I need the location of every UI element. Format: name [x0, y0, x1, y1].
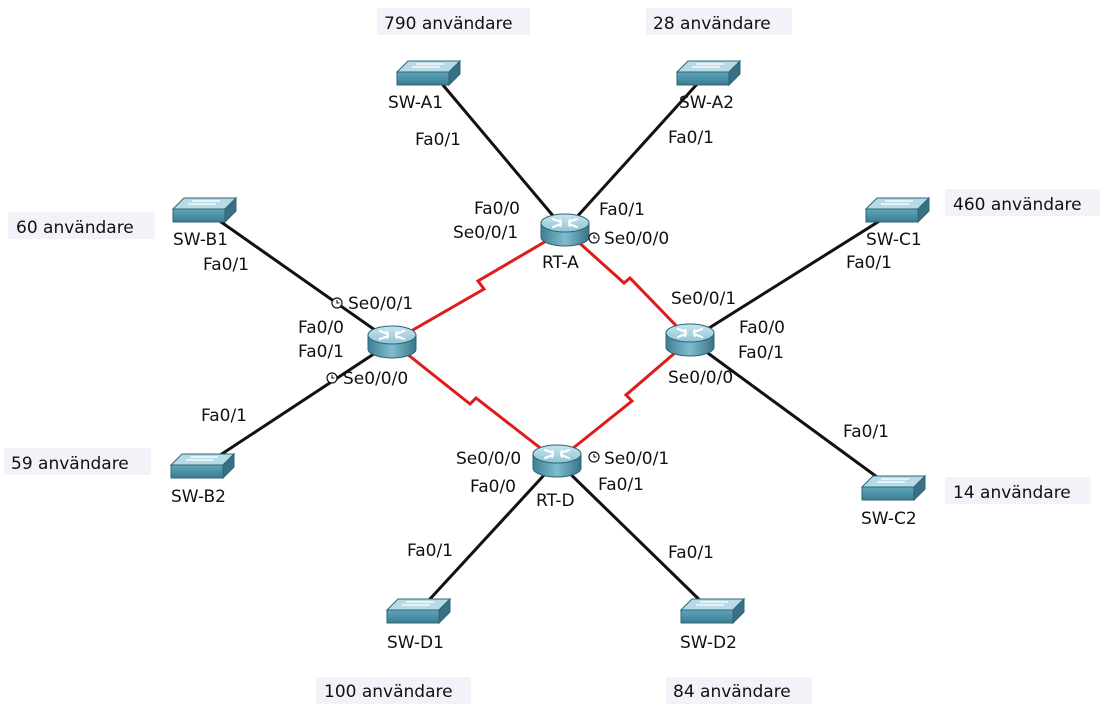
interface-label-sw-a2-fa01: Fa0/1: [668, 128, 714, 148]
router-rt-c[interactable]: [664, 322, 716, 358]
user-count-sw-b1: 60 användare: [8, 212, 155, 239]
interface-label-rt-d-se001: Se0/0/1: [604, 449, 669, 469]
router-rt-b[interactable]: [366, 324, 418, 360]
user-count-text: 84 användare: [673, 682, 791, 702]
interface-label-sw-b2-fa01: Fa0/1: [201, 406, 247, 426]
clock-icon: [588, 232, 600, 244]
user-count-sw-b2: 59 användare: [4, 448, 151, 475]
interface-label-rt-b-se000: Se0/0/0: [343, 369, 408, 389]
interface-label-sw-a1-fa01: Fa0/1: [415, 130, 461, 150]
interface-label-rt-b-fa00: Fa0/0: [298, 318, 344, 338]
interface-label-rt-c-fa01: Fa0/1: [738, 343, 784, 363]
interface-label-rt-a-fa00: Fa0/0: [474, 199, 520, 219]
switch-name: SW-C1: [866, 230, 922, 250]
link-rt-c-sw-c1: [689, 208, 898, 342]
interface-label-rt-b-fa01: Fa0/1: [298, 342, 344, 362]
switch-sw-d1[interactable]: SW-D1: [386, 598, 451, 653]
user-count-sw-a2: 28 användare: [646, 8, 792, 35]
interface-label-rt-c-se001: Se0/0/1: [671, 289, 736, 309]
switch-icon: [170, 453, 235, 479]
switch-icon: [865, 197, 930, 223]
switch-name: SW-B2: [171, 487, 226, 507]
switch-name: SW-C2: [861, 509, 917, 529]
serial-link-rt-c-rt-d: [556, 338, 691, 463]
interface-label-rt-d-fa01: Fa0/1: [598, 475, 644, 495]
interface-label-sw-c1-fa01: Fa0/1: [846, 253, 892, 273]
serial-links: [391, 228, 692, 463]
interface-labels: Fa0/1 Fa0/1 Fa0/1 Fa0/1 Fa0/1 Fa0/1 Fa0/…: [201, 128, 892, 563]
link-rt-d-sw-d2: [555, 459, 714, 614]
interface-label-rt-d-se000: Se0/0/0: [456, 449, 521, 469]
clock-icon: [588, 451, 600, 463]
user-count-labels: 790 användare 28 användare 60 användare …: [4, 8, 1100, 704]
switch-sw-b2[interactable]: SW-B2: [170, 453, 235, 507]
switch-name: SW-D2: [680, 633, 737, 653]
user-count-text: 14 användare: [953, 483, 1071, 503]
switch-icon: [386, 598, 451, 624]
user-count-sw-c1: 460 användare: [945, 189, 1100, 216]
user-count-sw-c2: 14 användare: [945, 477, 1091, 504]
switch-name: SW-A1: [388, 93, 443, 113]
switch-sw-a2[interactable]: SW-A2: [676, 60, 741, 113]
router-name: RT-D: [536, 491, 575, 511]
user-count-text: 100 användare: [324, 682, 453, 702]
ethernet-links: [201, 70, 898, 614]
link-rt-b-sw-b1: [203, 208, 393, 344]
clock-icon: [326, 372, 338, 384]
link-rt-d-sw-d1: [416, 459, 559, 614]
interface-label-sw-c2-fa01: Fa0/1: [843, 422, 889, 442]
user-count-text: 460 användare: [953, 195, 1082, 215]
link-rt-c-sw-c2: [689, 338, 893, 490]
serial-link-rt-a-rt-c: [563, 228, 692, 342]
user-count-text: 790 användare: [384, 14, 513, 34]
switch-sw-a1[interactable]: SW-A1: [388, 60, 461, 113]
interface-label-rt-c-se000: Se0/0/0: [668, 368, 733, 388]
router-rt-d[interactable]: RT-D: [531, 443, 583, 511]
router-icon: [539, 212, 591, 248]
interface-label-rt-c-fa00: Fa0/0: [739, 318, 785, 338]
clock-icon: [331, 297, 343, 309]
router-icon: [366, 324, 418, 360]
interface-label-rt-a-fa01: Fa0/1: [599, 200, 645, 220]
user-count-sw-d1: 100 användare: [316, 677, 471, 704]
switch-name: SW-D1: [387, 633, 444, 653]
user-count-sw-a1: 790 användare: [377, 8, 530, 35]
user-count-text: 28 användare: [653, 14, 771, 34]
link-rt-a-sw-a1: [430, 71, 567, 231]
router-rt-a[interactable]: RT-A: [539, 212, 591, 273]
switch-sw-b1[interactable]: SW-B1: [172, 197, 237, 250]
interface-label-rt-a-se000: Se0/0/0: [604, 229, 669, 249]
interface-label-rt-d-fa00: Fa0/0: [470, 477, 516, 497]
serial-link-rt-a-rt-b: [391, 228, 566, 344]
router-icon: [664, 322, 716, 358]
switch-name: SW-A2: [679, 93, 734, 113]
switch-name: SW-B1: [173, 230, 228, 250]
serial-link-rt-b-rt-d: [391, 340, 558, 463]
link-rt-a-sw-a2: [563, 70, 710, 232]
link-rt-b-sw-b2: [201, 340, 393, 469]
switch-icon: [676, 60, 741, 86]
switch-icon: [396, 60, 461, 86]
switch-icon: [680, 598, 745, 624]
switch-icon: [861, 475, 926, 501]
switch-icon: [172, 197, 237, 223]
interface-label-sw-d1-fa01: Fa0/1: [407, 541, 453, 561]
user-count-text: 59 användare: [11, 454, 129, 474]
router-icon: [531, 443, 583, 479]
interface-label-sw-d2-fa01: Fa0/1: [668, 543, 714, 563]
switch-sw-c1[interactable]: SW-C1: [865, 197, 930, 250]
router-name: RT-A: [542, 253, 579, 273]
interface-label-rt-b-se001: Se0/0/1: [348, 294, 413, 314]
user-count-text: 60 användare: [16, 218, 134, 238]
switch-sw-c2[interactable]: SW-C2: [861, 475, 926, 529]
switch-sw-d2[interactable]: SW-D2: [680, 598, 745, 653]
interface-label-sw-b1-fa01: Fa0/1: [203, 255, 249, 275]
interface-label-rt-a-se001: Se0/0/1: [453, 223, 518, 243]
user-count-sw-d2: 84 användare: [666, 677, 812, 704]
